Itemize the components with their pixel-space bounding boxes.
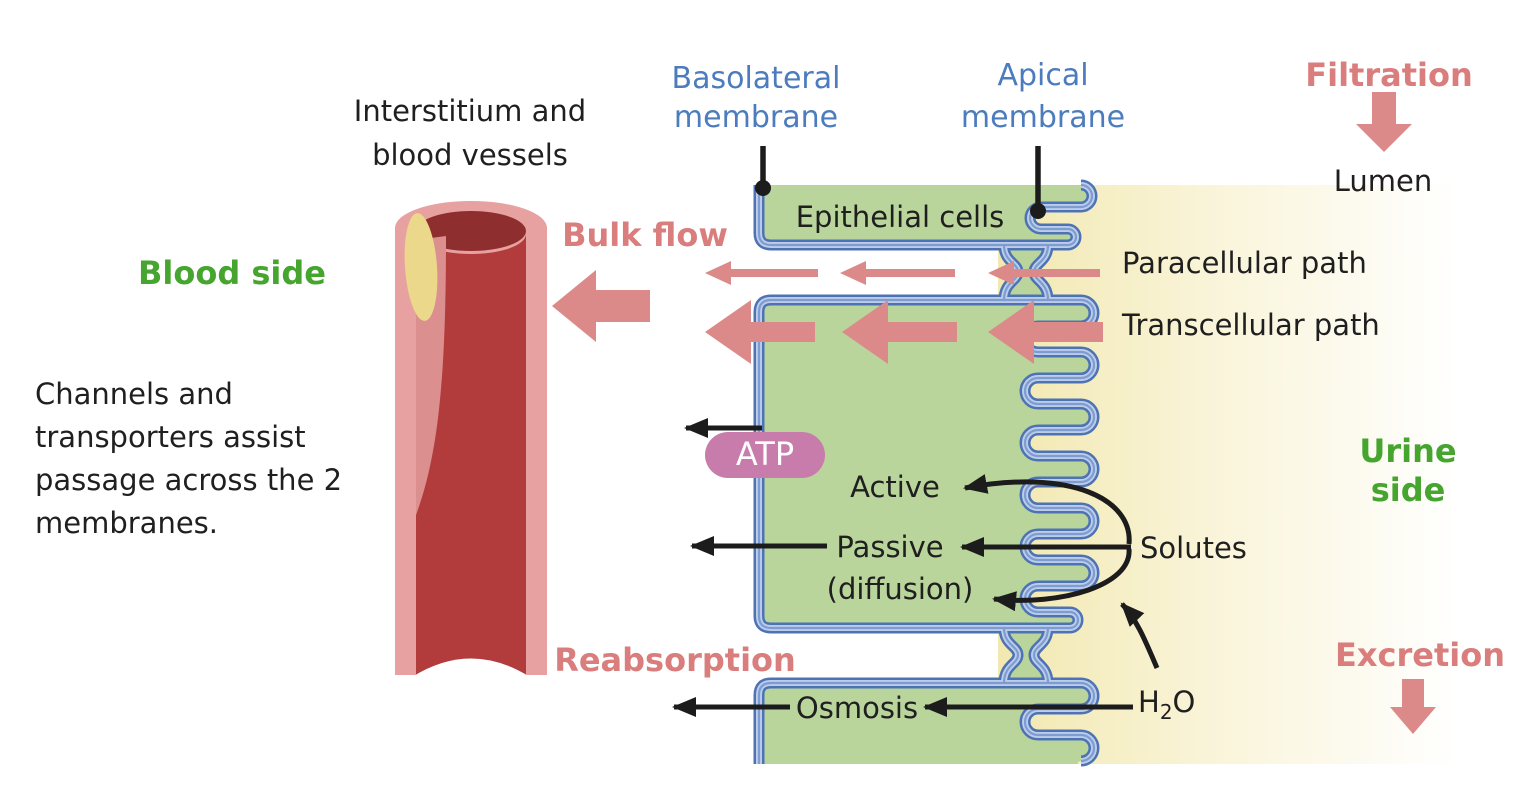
note-line3: passage across the 2 bbox=[35, 463, 342, 497]
paracellular-arrow-2 bbox=[840, 261, 955, 285]
flow-arrows bbox=[552, 92, 1436, 734]
h2o-follow-arrow bbox=[1120, 602, 1160, 669]
transport-arrows bbox=[672, 418, 1160, 717]
active-label: Active bbox=[850, 470, 940, 504]
apical-membrane-label-line2: membrane bbox=[961, 100, 1125, 135]
apical-pointer-dot bbox=[1030, 203, 1046, 219]
label-pointers bbox=[760, 146, 1041, 205]
paracellular-arrow-1 bbox=[705, 261, 818, 285]
basolateral-membrane-label-line2: membrane bbox=[674, 100, 838, 135]
atp-label: ATP bbox=[736, 435, 794, 473]
excretion-label: Excretion bbox=[1335, 636, 1505, 674]
blood-side-label: Blood side bbox=[138, 254, 326, 292]
labels-green-headings: Blood side Urine side bbox=[138, 254, 1457, 509]
labels-pink-headings: Filtration Bulk flow Reabsorption Excret… bbox=[554, 56, 1505, 679]
passive-label: Passive bbox=[836, 530, 943, 564]
interstitium-label-line1: Interstitium and bbox=[354, 94, 586, 128]
basolateral-membrane-label-line1: Basolateral bbox=[672, 61, 841, 96]
vessel-fat-deposit bbox=[404, 213, 438, 321]
labels-black: Lumen Interstitium and blood vessels Epi… bbox=[35, 94, 1432, 725]
paracellular-path-label: Paracellular path bbox=[1122, 246, 1367, 280]
basolateral-pointer-dot bbox=[755, 180, 771, 196]
h2o-label: H2O bbox=[1138, 685, 1195, 724]
reabsorption-label: Reabsorption bbox=[554, 641, 796, 679]
solutes-label: Solutes bbox=[1140, 531, 1247, 565]
paracellular-arrow-3 bbox=[988, 261, 1100, 285]
atp-pump bbox=[705, 432, 825, 478]
filtration-label: Filtration bbox=[1305, 56, 1473, 94]
transcellular-path-label: Transcellular path bbox=[1121, 308, 1380, 342]
note-line4: membranes. bbox=[35, 506, 218, 540]
interstitium-label-line2: blood vessels bbox=[372, 138, 568, 172]
excretion-down-arrow bbox=[1390, 679, 1436, 734]
transcellular-arrow-3 bbox=[988, 300, 1103, 364]
urine-side-label-line1: Urine bbox=[1359, 432, 1456, 470]
note-line1: Channels and bbox=[35, 377, 233, 411]
filtration-down-arrow bbox=[1356, 92, 1412, 152]
lumen-label: Lumen bbox=[1334, 164, 1433, 198]
labels-blue: Basolateral membrane Apical membrane bbox=[672, 58, 1126, 135]
osmosis-label: Osmosis bbox=[796, 691, 918, 725]
transcellular-arrow-2 bbox=[842, 300, 957, 364]
diffusion-label: (diffusion) bbox=[827, 572, 974, 606]
apical-membrane-label-line1: Apical bbox=[997, 58, 1088, 93]
vessel-bottom-opening bbox=[412, 658, 530, 677]
transcellular-arrow-1 bbox=[705, 300, 815, 364]
blood-vessel bbox=[395, 201, 547, 677]
note-line2: transporters assist bbox=[35, 420, 306, 454]
bulk-flow-arrow bbox=[552, 270, 650, 342]
urine-side-label-line2: side bbox=[1371, 471, 1446, 509]
solutes-to-active-arrow bbox=[963, 474, 1132, 545]
solutes-to-diffusion-arrow bbox=[992, 548, 1132, 612]
bulk-flow-label: Bulk flow bbox=[562, 216, 728, 254]
epithelial-cells-label: Epithelial cells bbox=[796, 200, 1005, 234]
